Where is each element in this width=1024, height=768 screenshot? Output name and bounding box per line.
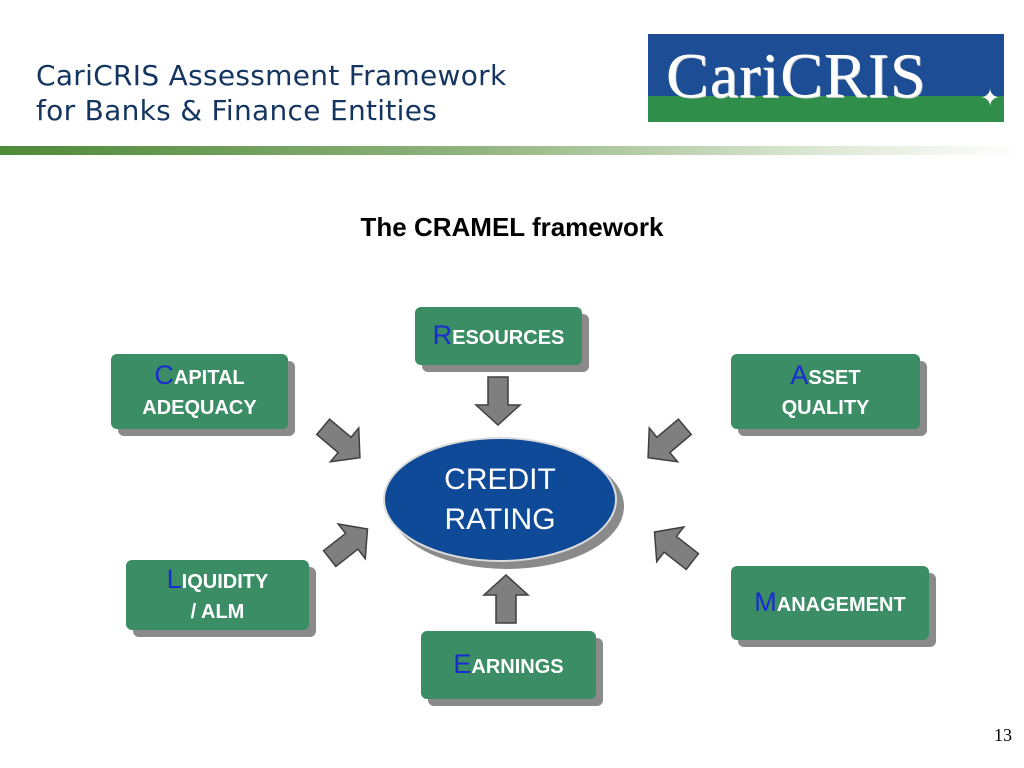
factor-capital-initial: C [154,360,174,390]
factor-management-label: ANAGEMENT [776,593,906,616]
slide-title: CariCRIS Assessment Framework for Banks … [36,58,507,128]
page-number: 13 [994,725,1012,745]
credit-rating-line1: CREDIT [444,462,556,496]
slide-title-line1: CariCRIS Assessment Framework [36,59,507,92]
logo-text: CariCRIS [666,40,927,111]
factor-liquidity-initial: L [166,563,182,594]
factor-capital-label: APITAL [173,367,245,389]
factor-management: MANAGEMENT [731,566,929,640]
factor-asset-line2: QUALITY [781,397,870,419]
arrow-from-liquidity [315,510,382,577]
factor-capital-line2: ADEQUACY [142,397,257,419]
arrow-from-asset [633,409,700,476]
factor-earnings-initial: E [453,648,472,679]
logo-band-green [648,96,1004,122]
factor-resources-label: ESOURCES [452,326,565,349]
arrow-from-management [640,513,707,580]
factor-resources: RESOURCES [415,307,582,365]
arrow-from-earnings [483,574,529,624]
title-divider [0,146,1024,155]
caricris-logo: CariCRIS ✦ [648,34,1004,122]
logo-star-icon: ✦ [980,85,1001,112]
diagram-title: The CRAMEL framework [360,212,664,242]
factor-earnings: EARNINGS [421,631,596,699]
factor-asset-initial: A [790,360,809,390]
factor-earnings-label: ARNINGS [471,655,564,678]
logo-band-blue [648,34,1004,96]
arrow-from-capital [308,409,375,476]
credit-rating-ellipse: CREDIT RATING [383,437,617,562]
credit-rating-line2: RATING [444,502,556,536]
factor-liquidity-alm: LIQUIDITY / ALM [126,560,309,630]
arrow-from-resources [475,376,521,426]
factor-liquidity-label: IQUIDITY [181,570,269,593]
factor-liquidity-line2: / ALM [190,600,245,623]
factor-management-initial: M [754,586,777,617]
slide-title-line2: for Banks & Finance Entities [36,94,438,127]
factor-capital-adequacy: CAPITAL ADEQUACY [111,354,288,429]
factor-resources-initial: R [432,319,453,350]
factor-asset-quality: ASSET QUALITY [731,354,920,429]
factor-asset-label: SSET [808,367,861,389]
